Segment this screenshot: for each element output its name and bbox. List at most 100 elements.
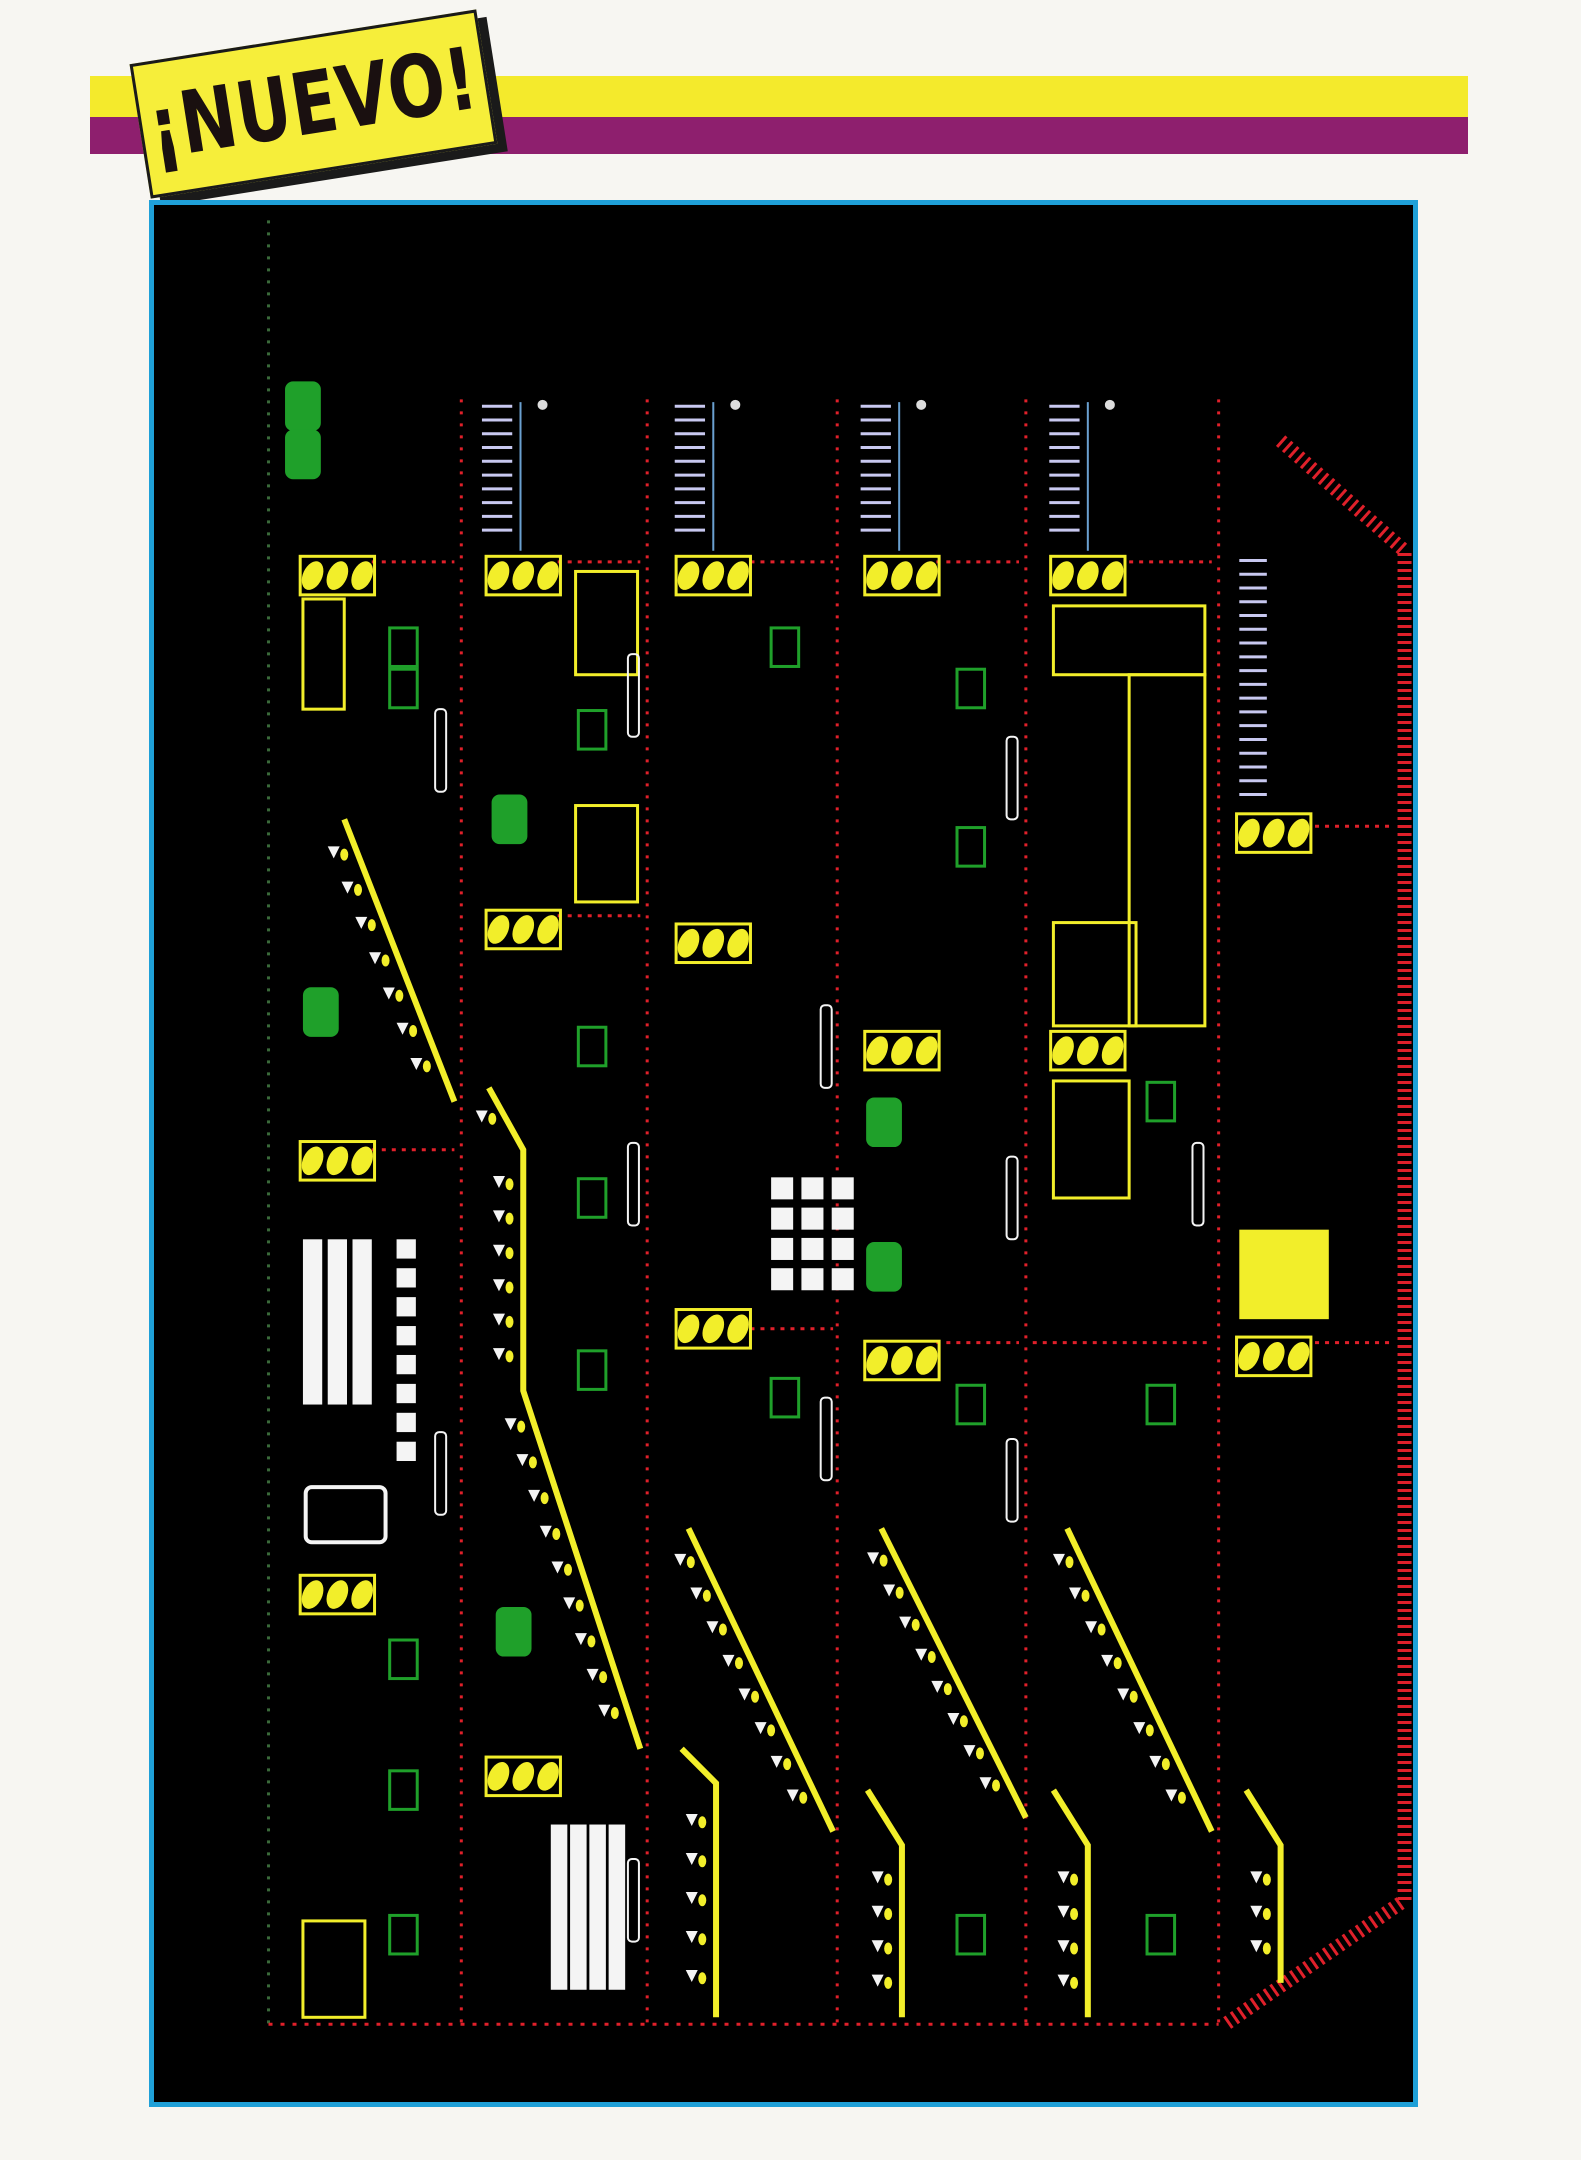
stair-step [734,1657,743,1670]
stair-step [786,1789,799,1802]
plant [285,429,321,480]
ceiling-lamp [1104,399,1115,410]
seat [771,1177,794,1200]
cabinet [576,709,608,751]
stair-step [575,1599,584,1612]
lift-icon [512,915,535,944]
stair-step [867,1552,880,1565]
stair-step [685,1852,698,1865]
yellow-crate [1239,1229,1329,1320]
stair-step [770,1755,783,1768]
lift-icon [326,1146,349,1176]
stair-step [505,1212,514,1225]
chair [396,1297,416,1317]
stair-step [1113,1657,1122,1670]
lift-icon [512,1762,535,1791]
shelf-unit [1127,673,1207,1028]
stair-step [947,1712,960,1725]
stair-step [1165,1789,1178,1802]
seat [831,1237,854,1260]
lift-icon [915,1346,938,1375]
lift-icon [727,1314,749,1344]
stair-step [504,1418,517,1431]
stair-step [395,989,404,1002]
stair-step [340,848,349,861]
seat [831,1177,854,1200]
lift-icon [866,1036,888,1065]
seat [771,1237,794,1260]
lift-box [863,554,941,597]
stair-step [1057,1871,1070,1884]
staircase [878,1527,1029,1819]
lift-box [674,922,752,965]
lift-icon [1101,1036,1124,1065]
seat [801,1268,824,1291]
lift-box [674,1308,752,1350]
cabinet [1145,1080,1177,1123]
stair-step [767,1724,776,1737]
plant [495,1606,532,1657]
lift-icon [915,1036,938,1065]
stair-step [410,1058,423,1071]
lift-icon [1052,1036,1074,1065]
lift-icon [326,561,349,590]
seat [831,1207,854,1230]
stair-step [492,1279,505,1292]
stair-step [685,1970,698,1983]
lift-box [484,554,562,597]
stair-step [355,916,368,929]
stair-step [1262,1908,1271,1921]
stair-step [409,1025,418,1038]
door [1005,1155,1019,1241]
cabinet [769,1376,801,1419]
locker [589,1824,606,1990]
stair-step [698,1933,707,1946]
stair-step [422,1060,431,1073]
lift-icon [537,561,559,590]
bathtub [303,1485,388,1545]
cabinet [388,1913,419,1956]
stair-step [354,883,363,896]
lift-box [1235,812,1313,854]
stair-step [718,1623,727,1636]
lift-icon [702,928,725,958]
stair-step [574,1633,587,1646]
stair-step [1081,1589,1090,1602]
stair-step [685,1931,698,1944]
bed [352,1239,372,1405]
lift-icon [301,1580,324,1609]
stair-step [884,1873,893,1886]
cabinet [1145,1383,1177,1426]
stair-step [492,1210,505,1223]
stair-step [551,1561,564,1574]
stair-step [1057,1940,1070,1953]
lift-icon [487,915,510,944]
lift-icon [702,1314,725,1344]
stair-step [1262,1942,1271,1955]
cabinet [576,1177,608,1219]
stair-step [895,1586,904,1599]
stair-step [686,1556,695,1569]
stair-step [698,1855,707,1868]
stair-step [871,1905,884,1918]
cabinet [576,1349,608,1391]
lift-icon [1287,818,1310,848]
stair-step [1057,1905,1070,1918]
stair-step [528,1456,537,1469]
lift-icon [866,1346,888,1375]
stair-step [1145,1724,1154,1737]
door [1005,1437,1019,1523]
stair-step [871,1974,884,1987]
stair-step [1085,1621,1098,1634]
stair-step [505,1281,514,1294]
staircase [1050,1788,1091,2018]
chair [396,1412,416,1433]
lift-icon [1262,1342,1285,1371]
stair-step [698,1894,707,1907]
stair-step [540,1492,549,1505]
ceiling-lamp [916,399,927,410]
cabinet [955,1383,987,1426]
lift-icon [351,1146,373,1176]
seat [801,1207,824,1230]
seat [771,1207,794,1230]
